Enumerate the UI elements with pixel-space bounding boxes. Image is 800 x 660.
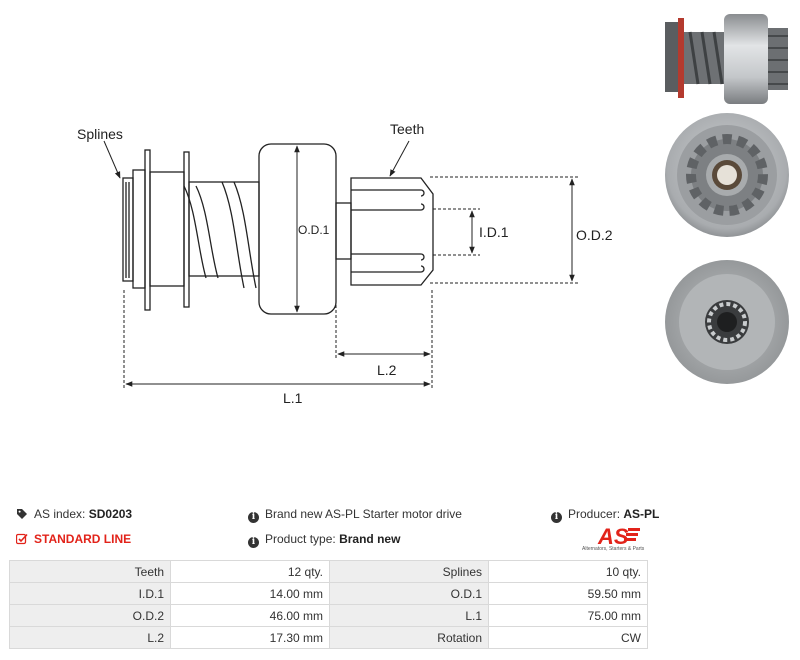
spec-value: 14.00 mm: [170, 582, 330, 605]
spec-label: I.D.1: [9, 582, 171, 605]
info-icon: i: [551, 512, 562, 523]
spec-label: Splines: [329, 560, 489, 583]
logo-text: AS: [597, 524, 629, 549]
producer-row: i Producer: AS-PL: [551, 507, 659, 523]
standard-line-row: STANDARD LINE: [16, 532, 131, 546]
spec-value: 10 qty.: [488, 560, 648, 583]
description-text: Brand new AS-PL Starter motor drive: [265, 507, 462, 521]
producer-value: AS-PL: [623, 507, 660, 521]
spec-label: Rotation: [329, 626, 489, 649]
starter-drive-outline: [122, 143, 434, 315]
side-view-photo: [665, 14, 788, 104]
as-pl-logo: AS: [597, 524, 640, 549]
description-row: i Brand new AS-PL Starter motor drive: [248, 507, 462, 523]
info-icon: i: [248, 537, 259, 548]
as-index-label: AS index:: [34, 507, 86, 521]
id1-label: I.D.1: [479, 224, 509, 240]
specs-table: Teeth 12 qty. Splines 10 qty. I.D.1 14.0…: [9, 560, 648, 649]
dimension-lines: [103, 140, 580, 388]
table-row: L.2 17.30 mm Rotation CW: [9, 626, 648, 649]
table-row: I.D.1 14.00 mm O.D.1 59.50 mm: [9, 582, 648, 605]
front-view-photo: [665, 113, 789, 237]
spec-value: CW: [488, 626, 648, 649]
rear-view-photo: [665, 260, 789, 384]
spec-value: 46.00 mm: [170, 604, 330, 627]
spec-value: 17.30 mm: [170, 626, 330, 649]
product-type-value: Brand new: [339, 532, 401, 546]
as-index-value: SD0203: [88, 507, 133, 521]
spec-label: L.1: [329, 604, 489, 627]
table-row: O.D.2 46.00 mm L.1 75.00 mm: [9, 604, 648, 627]
product-photos: [665, 14, 789, 384]
spec-value: 59.50 mm: [488, 582, 648, 605]
info-icon: i: [248, 512, 259, 523]
l2-label: L.2: [377, 362, 397, 378]
technical-drawing: Splines Teeth O.D.1 I.D.1 O.D.2 L.2 L.1: [77, 121, 613, 406]
table-row: Teeth 12 qty. Splines 10 qty.: [9, 560, 648, 583]
standard-line-label: STANDARD LINE: [34, 532, 132, 546]
logo-subtitle: Alternators, Starters & Parts: [582, 546, 645, 552]
splines-label: Splines: [77, 126, 123, 142]
tag-icon: [17, 509, 27, 519]
l1-label: L.1: [283, 390, 303, 406]
spec-label: Teeth: [9, 560, 171, 583]
product-type-label: Product type:: [265, 532, 336, 546]
spec-value: 75.00 mm: [488, 604, 648, 627]
teeth-label: Teeth: [390, 121, 424, 137]
od1-label: O.D.1: [298, 223, 330, 237]
od2-label: O.D.2: [576, 227, 613, 243]
check-square-icon: [16, 533, 28, 545]
spec-label: O.D.1: [329, 582, 489, 605]
producer-label: Producer:: [568, 507, 621, 521]
spec-label: O.D.2: [9, 604, 171, 627]
product-type-row: i Product type: Brand new: [248, 532, 400, 548]
spec-label: L.2: [9, 626, 171, 649]
spec-value: 12 qty.: [170, 560, 330, 583]
as-index-row: AS index: SD0203: [16, 507, 132, 521]
